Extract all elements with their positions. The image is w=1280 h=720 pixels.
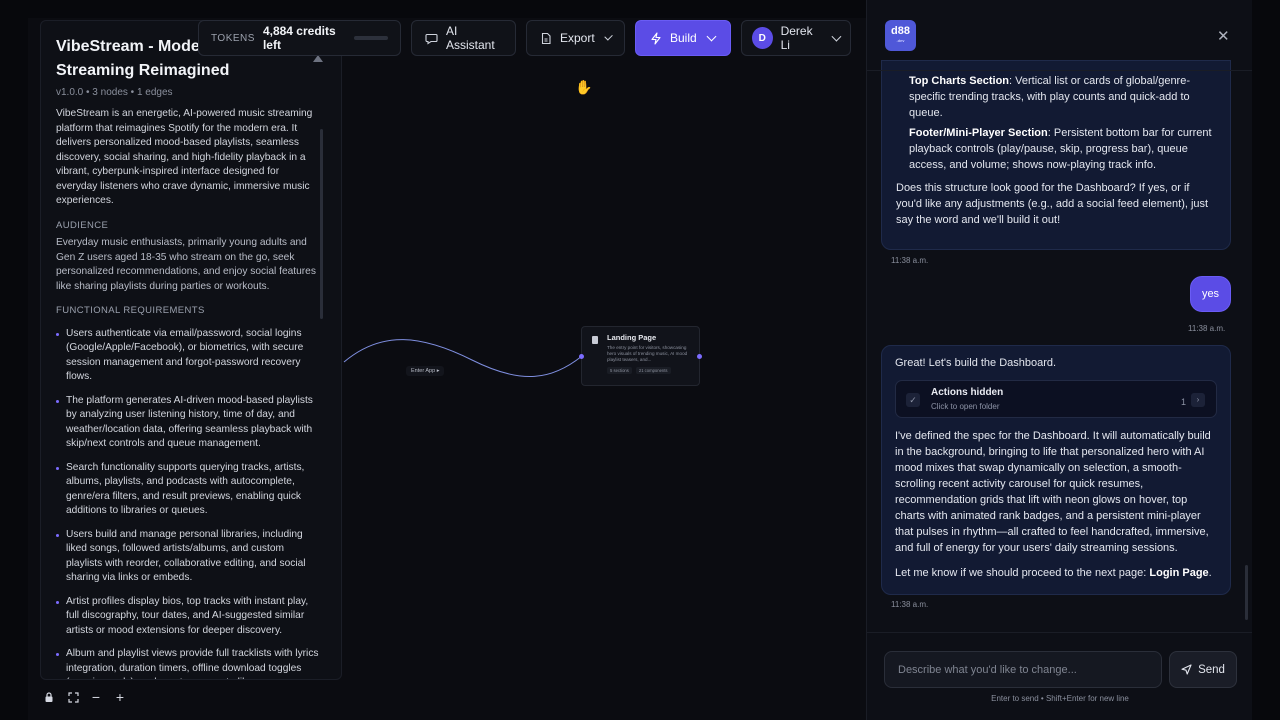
spec-description: VibeStream is an energetic, AI-powered m… <box>56 108 313 206</box>
audience-text: Everyday music enthusiasts, primarily yo… <box>56 237 316 292</box>
message-timestamp: 11:38 a.m. <box>1188 324 1226 333</box>
header-divider <box>867 70 1253 71</box>
zoom-out-button[interactable]: − <box>85 686 107 708</box>
chat-panel: d88.dev ✕ Top Charts Section: Vertical l… <box>866 0 1253 720</box>
chevron-right-icon[interactable]: › <box>1191 393 1205 407</box>
chat-input[interactable] <box>884 651 1162 688</box>
export-button[interactable]: Export <box>526 20 625 56</box>
zoom-in-button[interactable]: + <box>109 686 131 708</box>
file-icon <box>540 32 552 45</box>
user-name: Derek Li <box>780 24 813 52</box>
hand-cursor-icon: ✋ <box>575 79 593 95</box>
requirements-heading: FUNCTIONAL REQUIREMENTS <box>56 305 205 316</box>
audience-heading: AUDIENCE <box>56 219 109 231</box>
requirement-item: Artist profiles display bios, top tracks… <box>56 595 321 639</box>
check-icon: ✓ <box>906 393 920 407</box>
requirement-item: Search functionality supports querying t… <box>56 461 321 519</box>
build-label: Build <box>670 31 697 45</box>
fullscreen-icon <box>67 691 79 703</box>
close-icon[interactable]: ✕ <box>1217 28 1230 45</box>
message-timestamp: 11:38 a.m. <box>891 256 929 265</box>
ai-assistant-button[interactable]: AI Assistant <box>411 20 516 56</box>
requirement-item: Album and playlist views provide full tr… <box>56 647 321 679</box>
message-paragraph: Great! Let's build the Dashboard. <box>895 357 1057 369</box>
ai-assistant-label: AI Assistant <box>446 24 495 52</box>
spec-panel: VibeStream - Modern Music Streaming Reim… <box>40 20 342 680</box>
message-paragraph: Does this structure look good for the Da… <box>896 182 1209 226</box>
spec-scrollbar[interactable] <box>320 129 323 319</box>
minus-icon: − <box>91 689 101 705</box>
send-button[interactable]: Send <box>1169 651 1237 688</box>
window-edge-right <box>1252 0 1280 720</box>
tokens-indicator: TOKENS 4,884 credits left <box>198 20 401 56</box>
requirement-item: Users build and manage personal librarie… <box>56 528 321 586</box>
send-icon <box>1181 664 1192 675</box>
node-tag-sections: 5 sections <box>607 367 632 374</box>
message-paragraph: Top Charts Section: Vertical list or car… <box>909 75 1191 119</box>
lock-button[interactable] <box>38 686 60 708</box>
edge-label[interactable]: Enter App ▸ <box>406 366 445 376</box>
requirement-item: The platform generates AI-driven mood-ba… <box>56 394 321 452</box>
node-title: Landing Page <box>607 333 657 342</box>
node-description: The entry point for visitors, showcasing… <box>607 345 688 362</box>
spec-meta: v1.0.0 • 3 nodes • 1 edges <box>56 87 173 98</box>
page-icon <box>592 336 598 344</box>
chat-scrollbar[interactable] <box>1245 565 1248 620</box>
message-paragraph: Let me know if we should proceed to the … <box>895 567 1212 579</box>
lightning-icon <box>649 31 662 45</box>
build-button[interactable]: Build <box>635 20 731 56</box>
next-page-link[interactable]: Login Page <box>1149 567 1209 579</box>
actions-count: 1 <box>1180 397 1186 407</box>
message-paragraph: I've defined the spec for the Dashboard.… <box>895 430 1211 554</box>
chat-bubble-icon <box>425 32 438 45</box>
fit-view-button[interactable] <box>62 686 84 708</box>
lock-icon <box>45 691 53 702</box>
node-input-port[interactable] <box>579 354 584 359</box>
requirements-list: Users authenticate via email/password, s… <box>56 327 321 679</box>
user-message: yes <box>1190 276 1231 312</box>
assistant-message: Top Charts Section: Vertical list or car… <box>881 60 1231 250</box>
flow-edge[interactable] <box>342 330 592 390</box>
assistant-message: Great! Let's build the Dashboard. ✓ Acti… <box>881 345 1231 595</box>
user-menu-button[interactable]: D Derek Li <box>741 20 851 56</box>
send-label: Send <box>1198 663 1225 676</box>
window-edge-left <box>0 0 28 720</box>
collapse-up-icon[interactable] <box>313 55 323 62</box>
tokens-label: TOKENS <box>211 32 255 44</box>
chevron-down-icon <box>706 31 717 41</box>
avatar: D <box>752 27 773 49</box>
export-label: Export <box>560 31 595 45</box>
actions-subtitle: Click to open folder <box>931 402 1000 411</box>
requirement-item: Users authenticate via email/password, s… <box>56 327 321 385</box>
chevron-down-icon <box>603 31 613 41</box>
message-timestamp: 11:38 a.m. <box>891 600 929 609</box>
tokens-value: 4,884 credits left <box>262 24 336 52</box>
app-logo[interactable]: d88.dev <box>885 20 916 51</box>
message-paragraph: Footer/Mini-Player Section: Persistent b… <box>909 127 1212 171</box>
node-output-port[interactable] <box>697 354 702 359</box>
node-tag-components: 21 components <box>635 367 671 374</box>
actions-title: Actions hidden <box>931 387 1004 398</box>
chevron-down-icon <box>831 31 842 41</box>
plus-icon: + <box>115 689 125 705</box>
actions-hidden-folder[interactable]: ✓ Actions hidden Click to open folder 1 … <box>895 380 1217 418</box>
input-hint: Enter to send • Shift+Enter for new line <box>991 694 1129 703</box>
tokens-progress-bar <box>353 36 388 40</box>
flow-node-landing-page[interactable]: Landing Page The entry point for visitor… <box>579 326 702 386</box>
composer-divider <box>867 632 1253 633</box>
